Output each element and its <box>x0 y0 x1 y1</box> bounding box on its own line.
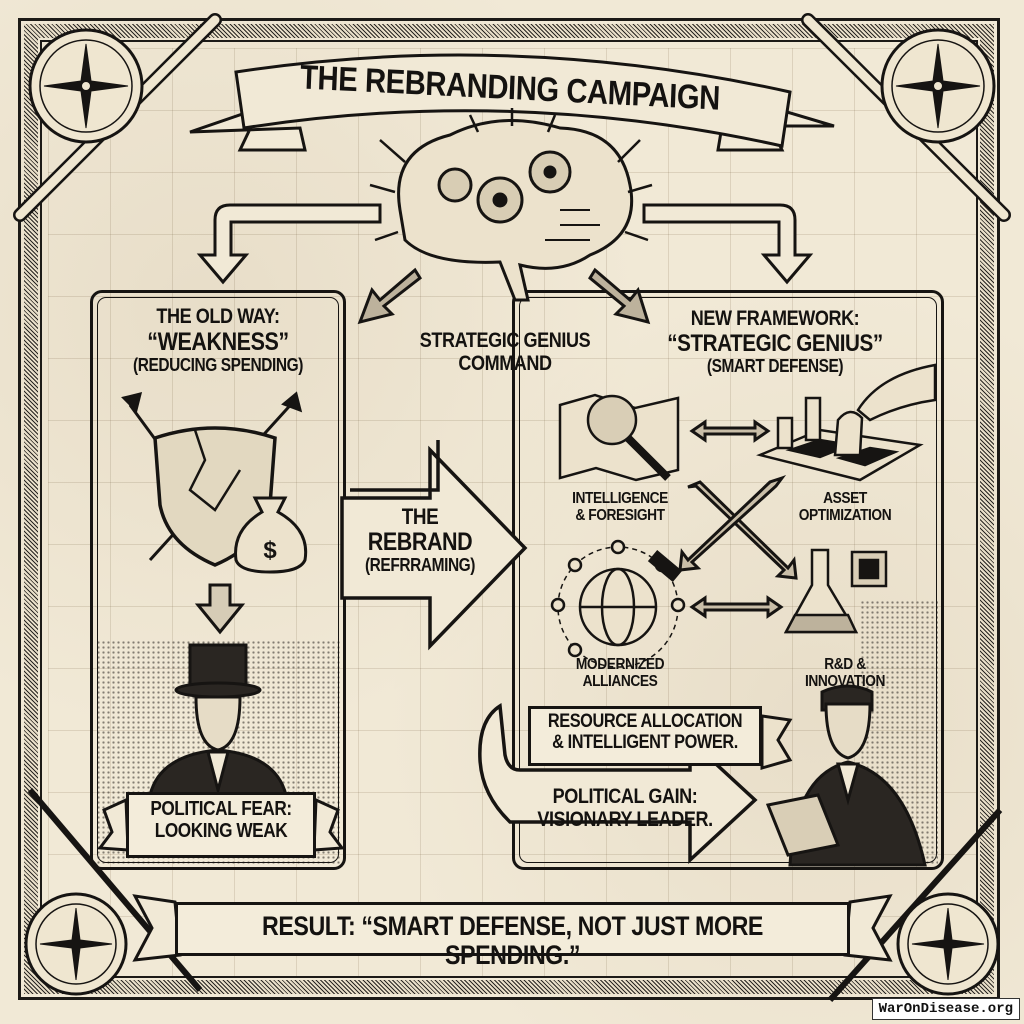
old-way-line3: (Reducing Spending) <box>133 354 303 375</box>
pillar-line2: Optimization <box>798 507 892 525</box>
flow-arrow-right <box>642 203 814 285</box>
compass-icon <box>827 807 1003 1003</box>
center-label-line2: Command <box>458 351 552 375</box>
rebrand-label: The Rebrand (Refrraming) <box>343 505 498 575</box>
new-framework-line2: “Strategic Genius” <box>667 329 883 357</box>
rebrand-line1: The <box>401 504 439 529</box>
resource-banner-tail <box>760 714 793 770</box>
pillar-line1: Modernized <box>575 656 665 673</box>
globe-network-icon <box>550 539 686 668</box>
political-fear-label: Political Fear: Looking Weak <box>139 798 302 842</box>
magnifier-map-icon <box>558 393 680 482</box>
flask-chip-icon <box>783 548 888 634</box>
gain-ribbon-arrow <box>478 702 758 864</box>
small-arrow-down-left <box>357 267 422 325</box>
rebrand-line3: (Refrraming) <box>364 554 476 575</box>
down-arrow-icon <box>194 583 246 635</box>
frame-outer-border <box>18 18 1000 1000</box>
dollar-sign-icon: $ <box>263 537 277 564</box>
pillar-alliances-label: Modernized Alliances <box>556 656 685 691</box>
compass-icon <box>24 788 203 996</box>
result-banner <box>175 902 850 956</box>
old-way-heading: The Old Way: “Weakness” (Reducing Spendi… <box>117 305 320 375</box>
fear-line2: Looking Weak <box>154 819 288 842</box>
pillar-line2: Alliances <box>582 673 658 691</box>
title-banner <box>189 53 835 152</box>
brain-with-gears-icon <box>397 119 634 302</box>
compass-icon <box>13 13 222 222</box>
pillar-rnd-label: R&D & Innovation <box>781 656 910 691</box>
visionary-leader-icon <box>765 684 927 867</box>
resource-line2: & Intelligent Power. <box>552 731 738 753</box>
pillar-line1: Asset <box>823 490 867 507</box>
rebrand-line2: Rebrand <box>367 527 473 556</box>
resource-allocation-label: Resource Allocation & Intelligent Power. <box>544 711 745 753</box>
small-arrow-down-right <box>588 267 651 325</box>
strategic-genius-command-label: Strategic Genius Command <box>410 329 599 375</box>
flow-arrow-left <box>196 203 382 285</box>
new-framework-heading: New Framework: “Strategic Genius” (Smart… <box>633 307 917 376</box>
resource-line1: Resource Allocation <box>547 711 743 732</box>
pillar-intelligence-label: Intelligence & Foresight <box>556 490 685 525</box>
pillar-line1: Intelligence <box>572 490 668 507</box>
new-framework-panel <box>512 290 944 870</box>
center-label-line1: Strategic Genius <box>419 329 591 352</box>
top-hat-politician-icon <box>148 643 288 797</box>
connection-arrows <box>678 419 798 619</box>
pillar-line2: Innovation <box>804 673 886 691</box>
result-label: Result: “Smart Defense, Not Just More Sp… <box>262 911 763 971</box>
fear-banner-tails <box>97 797 345 852</box>
radiating-lines-decoration <box>369 108 653 242</box>
gain-line1: Political Gain: <box>552 785 698 808</box>
new-framework-line1: New Framework: <box>690 307 860 330</box>
new-framework-line3: (Smart Defense) <box>706 355 844 376</box>
chess-board-icon <box>756 363 937 482</box>
old-way-line2: “Weakness” <box>147 327 289 356</box>
pillar-asset-label: Asset Optimization <box>781 490 910 525</box>
old-way-line1: The Old Way: <box>156 305 280 328</box>
resource-allocation-box <box>528 706 762 766</box>
fear-line1: Political Fear: <box>150 798 292 820</box>
compass-icon <box>801 13 1011 222</box>
money-bag-icon <box>234 496 308 574</box>
watermark-link[interactable]: WarOnDisease.org <box>871 998 1020 1020</box>
gain-line2: Visionary Leader. <box>537 807 713 831</box>
pillar-line2: & Foresight <box>575 507 665 525</box>
rebrand-arrow <box>340 440 528 651</box>
pillar-line1: R&D & <box>824 656 866 673</box>
frame-inner-border <box>40 40 978 978</box>
political-gain-label: Political Gain: Visionary Leader. <box>526 785 724 831</box>
political-fear-banner <box>126 792 316 858</box>
